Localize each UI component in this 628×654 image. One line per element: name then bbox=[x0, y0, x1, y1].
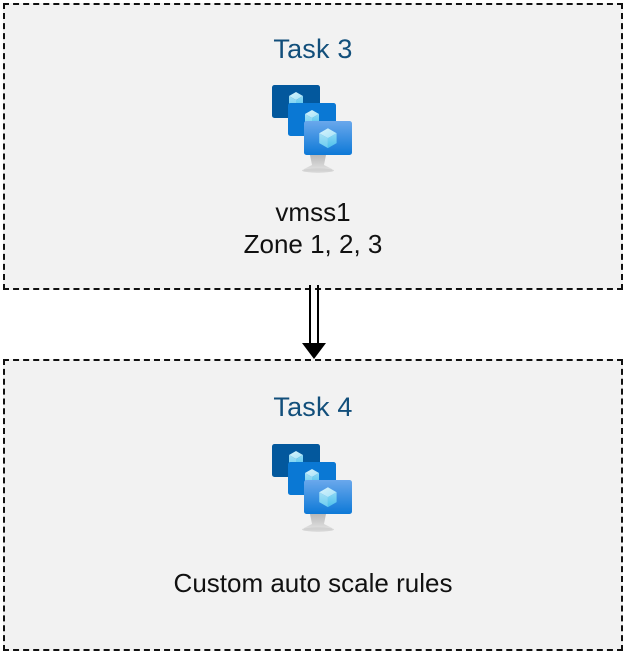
task4-title: Task 4 bbox=[273, 392, 353, 422]
task4-caption: Custom auto scale rules bbox=[173, 568, 453, 598]
vm-scale-set-icon bbox=[272, 85, 352, 173]
task3-caption: vmss1 Zone 1, 2, 3 bbox=[243, 197, 383, 259]
task-box-task3: Task 3 bbox=[3, 3, 623, 290]
task3-title: Task 3 bbox=[273, 34, 353, 64]
vm-scale-set-icon bbox=[272, 444, 352, 532]
connector-arrow-task3-to-task4 bbox=[302, 285, 326, 359]
task-box-task4: Task 4 bbox=[3, 359, 623, 651]
